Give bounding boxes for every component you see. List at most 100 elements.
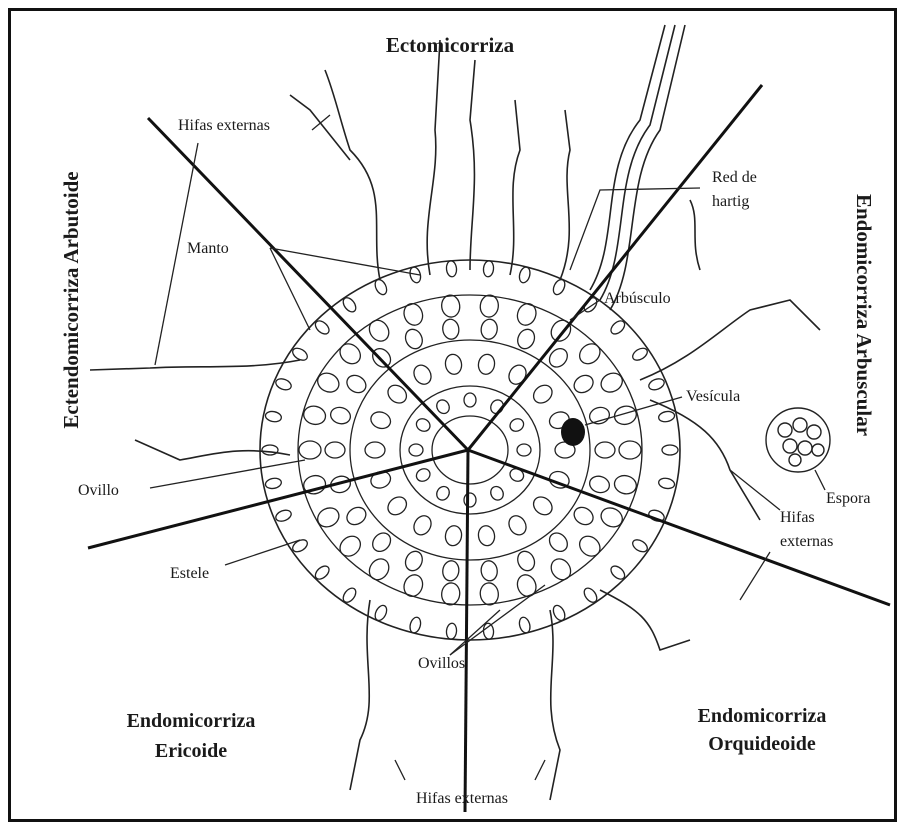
cortex-cell — [508, 416, 526, 433]
region-endomicorriza-arbuscular: Endomicorriza Arbuscular — [852, 194, 876, 436]
label-estele: Estele — [170, 565, 209, 582]
cortex-cell — [434, 398, 451, 416]
cortex-cell — [414, 416, 432, 433]
cortex-cell — [440, 582, 461, 606]
cortex-cell — [314, 504, 342, 530]
cortex-cell — [314, 370, 342, 396]
cortex-cell — [434, 484, 451, 502]
cortex-cell — [480, 318, 499, 340]
cortex-cell — [613, 473, 639, 496]
external-hyphae — [90, 25, 820, 800]
cortex-cell — [488, 484, 505, 502]
cortex-cell — [441, 318, 460, 340]
cortex-cell — [515, 327, 538, 352]
label-hifas-externas-bottom: Hifas externas — [416, 790, 508, 807]
region-ectomicorriza: Ectomicorriza — [386, 33, 515, 57]
cortex-cell — [479, 294, 500, 318]
cortex-cell — [444, 524, 463, 546]
cortex-cell — [369, 345, 394, 371]
cortex-cell — [530, 382, 556, 407]
cortex-cell — [619, 441, 641, 459]
cortex-cell — [576, 340, 604, 368]
cortex-cell — [302, 404, 328, 427]
cortex-cell — [274, 377, 293, 392]
cortex-cell — [440, 294, 461, 318]
cortex-cell — [365, 317, 392, 345]
cortex-cell — [571, 504, 596, 528]
cortex-cell — [480, 560, 499, 582]
cortex-cell — [444, 353, 463, 375]
cortex-cell — [514, 572, 539, 599]
cortex-cell — [483, 260, 494, 277]
cortex-cell — [401, 301, 426, 328]
cortex-cell — [547, 555, 574, 583]
cortex-cell — [464, 493, 476, 507]
cortex-cell — [441, 560, 460, 582]
cortex-cell — [514, 301, 539, 328]
cortex-cell — [401, 572, 426, 599]
cortex-cell — [365, 555, 392, 583]
cortex-cell — [409, 444, 423, 456]
label-ovillo: Ovillo — [78, 482, 119, 499]
region-endomicorriza-ericoide-line1: Endomicorriza — [127, 710, 256, 732]
cortex-cell — [446, 260, 457, 277]
cortex-cell — [402, 549, 425, 574]
cortex-cell — [336, 340, 364, 368]
cortex-cell — [598, 370, 626, 396]
leader-lines — [150, 115, 825, 780]
cortex-cell — [265, 477, 283, 490]
region-endomicorriza-orquideoide-line2: Orquideoide — [708, 733, 816, 755]
cortex-cell — [571, 372, 596, 396]
cortex-cell — [506, 362, 530, 387]
cortex-cell — [517, 444, 531, 456]
cortex-cell — [411, 362, 435, 387]
cortex-cell — [588, 474, 612, 495]
region-endomicorriza-orquideoide-line1: Endomicorriza — [698, 705, 827, 727]
cortex-cell — [369, 529, 394, 555]
cortex-cell — [402, 327, 425, 352]
cortex-cell — [365, 442, 385, 458]
cortex-cell — [658, 410, 676, 423]
cortex-cell — [464, 393, 476, 407]
label-arbusculo: Arbúsculo — [604, 290, 671, 307]
cortex-cell — [344, 504, 369, 528]
spore — [766, 408, 830, 472]
cortex-cell — [546, 529, 571, 555]
cortex-cell — [530, 493, 556, 518]
cortex-cell — [647, 377, 666, 392]
sector-lines — [88, 85, 890, 812]
cortex-cell — [411, 513, 435, 538]
region-ectendomicorriza-arbutoide: Ectendomicorriza Arbutoide — [59, 171, 83, 428]
cortex-cell — [477, 524, 496, 546]
cortex-cell — [506, 513, 530, 538]
cortex-cell — [369, 409, 393, 431]
cortex-cell — [576, 532, 604, 560]
cortex-cell — [477, 353, 496, 375]
cortex-cell — [274, 508, 293, 523]
cortex-cell — [598, 504, 626, 530]
cortex-cell — [446, 623, 457, 640]
region-endomicorriza-ericoide-line2: Ericoide — [155, 740, 227, 762]
cortex-cell — [384, 493, 410, 518]
cortex-cell — [658, 477, 676, 490]
cortex-cell — [595, 442, 615, 458]
cortex-cell — [329, 405, 353, 426]
cortex-cell — [414, 466, 432, 483]
cortex-cell — [336, 532, 364, 560]
cortex-cell — [299, 441, 321, 459]
label-ovillos: Ovillos — [418, 655, 465, 672]
label-hifas-externas-top: Hifas externas — [178, 117, 270, 134]
label-red-de-hartig-line1: Red de — [712, 169, 757, 186]
cortex-cell — [325, 442, 345, 458]
cortex-cell — [479, 582, 500, 606]
label-vesicula: Vesícula — [686, 388, 740, 405]
cortex-cell — [265, 410, 283, 423]
label-red-de-hartig-line2: hartig — [712, 193, 749, 210]
label-espora: Espora — [826, 490, 870, 507]
cortex-cell — [515, 549, 538, 574]
vesicle — [561, 418, 585, 446]
label-manto: Manto — [187, 240, 229, 257]
cortex-cell — [483, 623, 494, 640]
label-hifas-externas-right-line1: Hifas — [780, 509, 815, 526]
